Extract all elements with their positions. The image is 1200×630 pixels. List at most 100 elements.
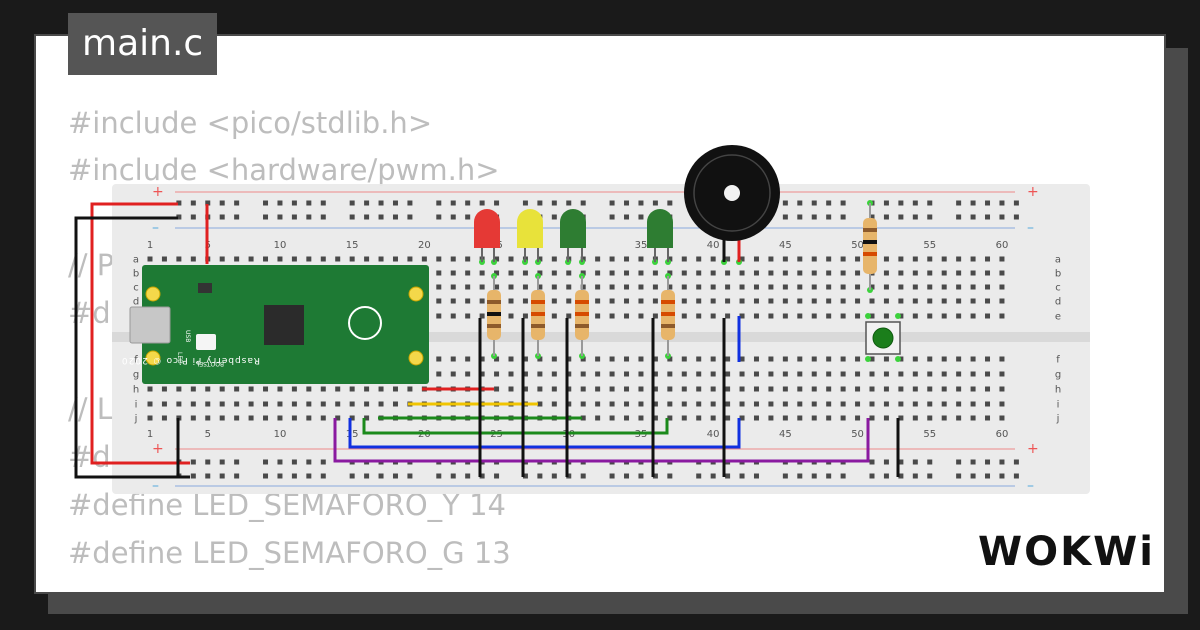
- breadboard-hole: [753, 284, 759, 290]
- breadboard-hole: [941, 284, 947, 290]
- breadboard-hole: [898, 459, 904, 465]
- breadboard-hole: [349, 386, 355, 392]
- breadboard-hole: [753, 270, 759, 276]
- resistor[interactable]: [575, 276, 589, 356]
- breadboard-hole: [927, 298, 933, 304]
- button-cap-icon[interactable]: [872, 327, 894, 349]
- breadboard-hole: [912, 415, 918, 421]
- breadboard-hole: [681, 298, 687, 304]
- breadboard-hole: [782, 371, 788, 377]
- breadboard-hole: [624, 270, 630, 276]
- resistor[interactable]: [487, 276, 501, 356]
- breadboard-hole: [840, 356, 846, 362]
- breadboard-hole: [494, 386, 500, 392]
- breadboard-hole: [956, 214, 962, 220]
- breadboard-hole: [638, 401, 644, 407]
- breadboard-hole: [696, 284, 702, 290]
- breadboard-hole: [768, 386, 774, 392]
- breadboard-hole: [349, 200, 355, 206]
- resistor[interactable]: [661, 276, 675, 356]
- breadboard-hole: [739, 371, 745, 377]
- breadboard-hole: [595, 256, 601, 262]
- rail-plus-label: +: [152, 441, 164, 457]
- breadboard-hole: [999, 200, 1005, 206]
- breadboard-hole: [450, 298, 456, 304]
- column-label: 45: [779, 240, 792, 251]
- resistor[interactable]: [531, 276, 545, 356]
- breadboard-hole: [522, 371, 528, 377]
- breadboard-hole: [912, 256, 918, 262]
- breadboard-hole: [205, 459, 211, 465]
- breadboard-hole: [985, 459, 991, 465]
- column-label: 1: [147, 429, 153, 440]
- connection-dot: [865, 313, 871, 319]
- row-label: d: [133, 297, 139, 308]
- breadboard-hole: [234, 415, 240, 421]
- breadboard-hole: [811, 313, 817, 319]
- breadboard-hole: [912, 270, 918, 276]
- breadboard-hole: [855, 298, 861, 304]
- breadboard-hole: [248, 386, 254, 392]
- breadboard-hole: [566, 270, 572, 276]
- breadboard-hole: [912, 200, 918, 206]
- breadboard-hole: [999, 473, 1005, 479]
- breadboard-hole: [652, 415, 658, 421]
- file-tab[interactable]: main.c: [68, 13, 218, 75]
- breadboard-hole: [248, 401, 254, 407]
- raspberry-pi-pico[interactable]: Raspberry Pi Pico © 2020 USB BOOTSEL LED: [121, 265, 429, 384]
- breadboard-hole: [681, 386, 687, 392]
- breadboard-hole: [364, 214, 370, 220]
- breadboard-hole: [551, 200, 557, 206]
- breadboard-hole: [638, 284, 644, 290]
- row-label: g: [1055, 370, 1061, 381]
- column-label: 60: [996, 429, 1009, 440]
- yellow-led[interactable]: [517, 209, 543, 262]
- breadboard-hole: [335, 256, 341, 262]
- breadboard-hole: [335, 386, 341, 392]
- resistor-button[interactable]: [863, 203, 877, 290]
- buzzer[interactable]: [684, 145, 780, 262]
- breadboard-hole: [681, 313, 687, 319]
- breadboard-hole: [652, 473, 658, 479]
- breadboard-hole: [609, 284, 615, 290]
- row-label: f: [134, 355, 138, 366]
- red-led[interactable]: [474, 209, 500, 262]
- resistor-band: [575, 312, 589, 316]
- breadboard-hole: [840, 284, 846, 290]
- green-led[interactable]: [560, 209, 586, 262]
- breadboard-hole: [349, 401, 355, 407]
- breadboard-hole: [927, 356, 933, 362]
- breadboard-hole: [465, 313, 471, 319]
- breadboard-hole: [985, 256, 991, 262]
- breadboard-hole: [739, 415, 745, 421]
- breadboard-hole: [927, 256, 933, 262]
- breadboard-hole: [263, 214, 269, 220]
- breadboard-hole: [580, 371, 586, 377]
- resistor-band: [661, 312, 675, 316]
- breadboard-hole: [753, 401, 759, 407]
- bootsel-button[interactable]: [196, 334, 216, 350]
- breadboard-hole: [595, 371, 601, 377]
- wokwi-logo-text: WOKWi: [978, 529, 1155, 575]
- breadboard-hole: [883, 298, 889, 304]
- breadboard-hole: [494, 256, 500, 262]
- green-led-2[interactable]: [647, 209, 673, 262]
- breadboard-hole: [782, 401, 788, 407]
- breadboard-hole: [595, 313, 601, 319]
- wokwi-logo[interactable]: WOKWi: [978, 522, 1158, 582]
- breadboard-hole: [927, 214, 933, 220]
- breadboard-hole: [883, 459, 889, 465]
- breadboard-hole: [883, 214, 889, 220]
- breadboard-hole: [595, 401, 601, 407]
- breadboard-hole: [392, 401, 398, 407]
- breadboard-hole: [855, 256, 861, 262]
- row-label: d: [1055, 297, 1061, 308]
- breadboard-hole: [580, 200, 586, 206]
- breadboard-hole: [797, 284, 803, 290]
- breadboard-hole: [999, 386, 1005, 392]
- push-button[interactable]: [865, 321, 901, 355]
- breadboard-hole: [710, 313, 716, 319]
- breadboard-hole: [450, 371, 456, 377]
- breadboard-hole: [855, 270, 861, 276]
- breadboard-hole: [566, 386, 572, 392]
